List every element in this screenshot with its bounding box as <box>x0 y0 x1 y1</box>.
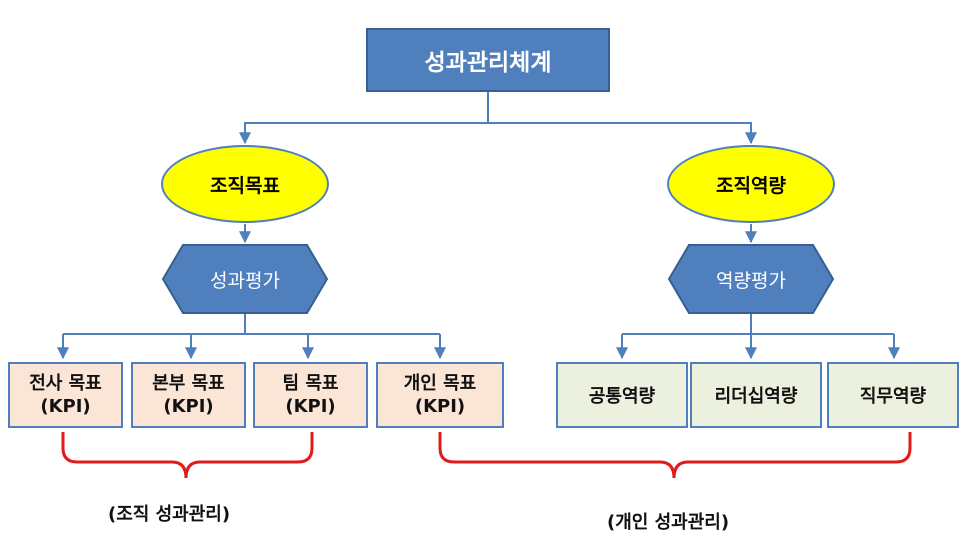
kpi-box-title: 전사 목표 <box>29 372 102 394</box>
competency-box-common: 공통역량 <box>556 362 688 428</box>
title-text: 성과관리체계 <box>424 50 552 76</box>
performance-system-title: 성과관리체계 <box>366 28 610 92</box>
kpi-box-title: 본부 목표 <box>152 372 225 394</box>
org-management-label: (조직 성과관리) <box>108 504 231 525</box>
kpi-box-company: 전사 목표 (KPI) <box>8 362 123 428</box>
org-competency-label: 조직역량 <box>716 174 786 197</box>
competency-box-label: 공통역량 <box>588 386 656 407</box>
competency-box-leadership: 리더십역량 <box>690 362 822 428</box>
competency-box-label: 직무역량 <box>859 386 927 407</box>
individual-management-label: (개인 성과관리) <box>607 512 730 533</box>
kpi-box-sub: (KPI) <box>163 396 214 417</box>
kpi-box-division: 본부 목표 (KPI) <box>131 362 246 428</box>
competency-box-label: 리더십역량 <box>714 386 798 407</box>
hexagon-shape-left <box>161 244 329 314</box>
kpi-box-sub: (KPI) <box>285 396 336 417</box>
org-management-bracket <box>61 432 314 479</box>
org-competency-ellipse: 조직역량 <box>667 145 835 223</box>
competency-evaluation-hexagon: 역량평가 <box>667 244 835 314</box>
competency-box-job: 직무역량 <box>827 362 959 428</box>
kpi-box-sub: (KPI) <box>40 396 91 417</box>
performance-evaluation-label: 성과평가 <box>210 269 280 292</box>
kpi-box-title: 개인 목표 <box>403 372 477 394</box>
connector-title-to-org-goal <box>239 92 489 145</box>
individual-management-bracket <box>438 432 912 479</box>
org-goal-ellipse: 조직목표 <box>161 145 329 223</box>
competency-evaluation-label: 역량평가 <box>716 269 786 292</box>
org-goal-label: 조직목표 <box>210 174 280 197</box>
performance-evaluation-hexagon: 성과평가 <box>161 244 329 314</box>
kpi-box-individual: 개인 목표 (KPI) <box>376 362 504 428</box>
connector-title-to-org-competency <box>488 122 757 145</box>
kpi-box-title: 팀 목표 <box>282 372 339 394</box>
kpi-box-sub: (KPI) <box>414 396 466 417</box>
hexagon-shape-right <box>667 244 835 314</box>
kpi-box-team: 팀 목표 (KPI) <box>253 362 368 428</box>
